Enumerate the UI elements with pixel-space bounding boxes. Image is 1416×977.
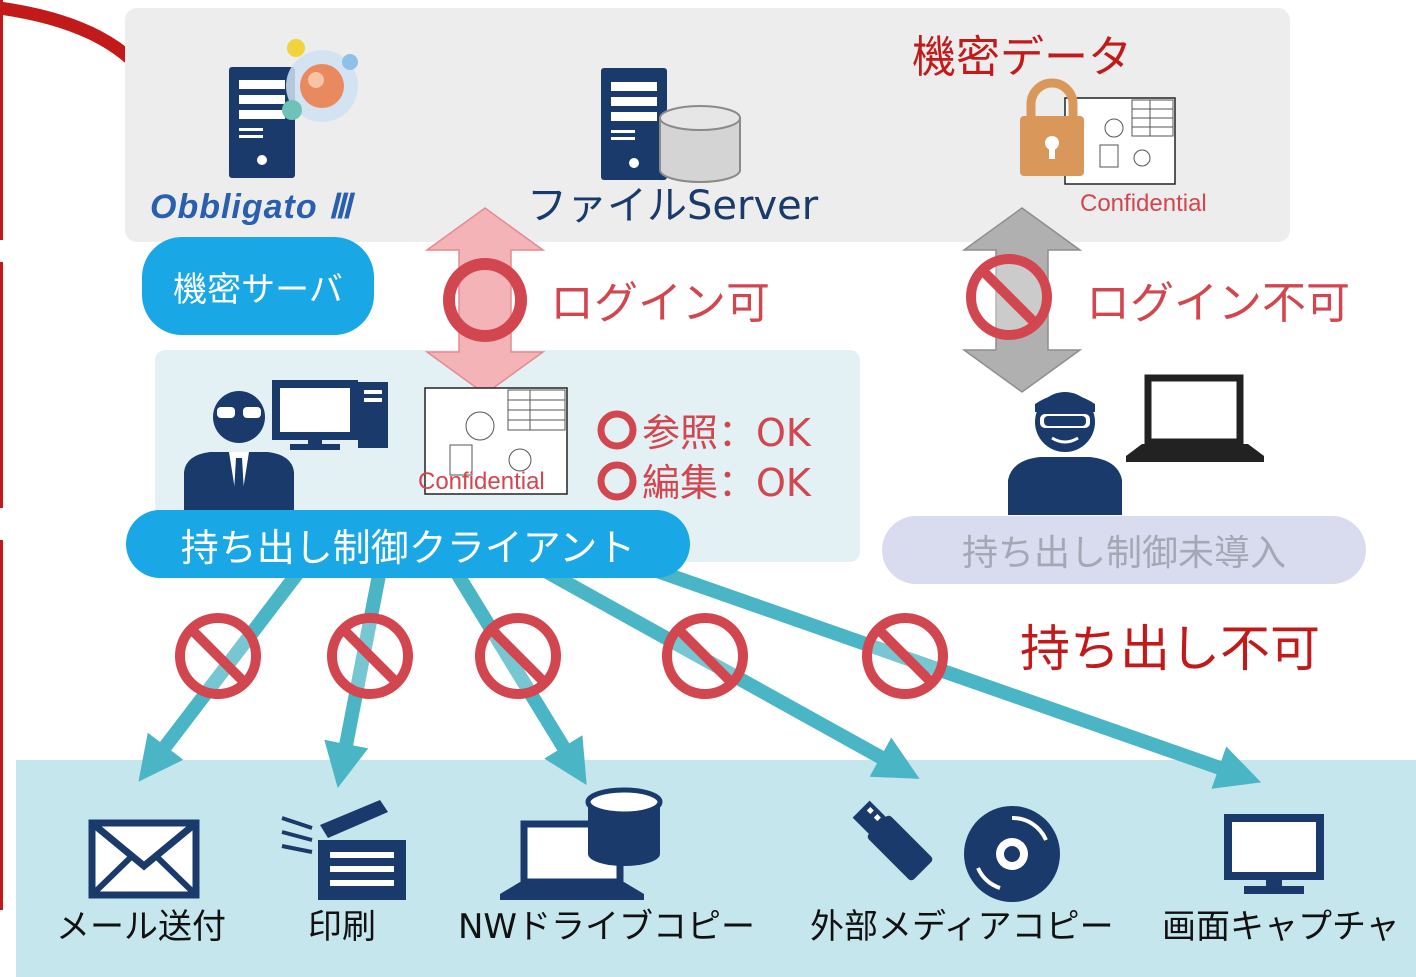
employee-icon <box>184 391 294 510</box>
edit-ok-label: 編集：OK <box>642 461 811 505</box>
ok-circle-small-icon <box>597 410 637 450</box>
channel-label: 印刷 <box>308 907 376 947</box>
no-export-control-text: 持ち出し制御未導入 <box>961 533 1286 574</box>
desktop-pc-icon <box>272 380 388 450</box>
login-ng-double-arrow <box>961 207 1083 393</box>
prohibited-icon <box>327 613 413 699</box>
prohibited-icon <box>966 254 1052 340</box>
confidential-server-badge-text: 機密サーバ <box>173 269 343 310</box>
export-blocked-label: 持ち出し不可 <box>1020 620 1320 678</box>
mail-icon <box>88 819 200 899</box>
no-export-control-badge: 持ち出し制御未導入 <box>882 516 1366 584</box>
ok-circle-icon <box>443 258 527 342</box>
view-ok-label: 参照：OK <box>642 411 811 455</box>
prohibited-icon <box>175 613 261 699</box>
monitor-icon <box>1224 814 1324 894</box>
obbligato-server-icon <box>229 39 358 178</box>
prohibited-icon <box>662 613 748 699</box>
confidential-data-label: 機密データ <box>912 32 1132 83</box>
hacker-icon <box>1008 392 1122 515</box>
usb-drive-icon <box>852 800 933 881</box>
ok-circle-small-icon <box>597 461 637 501</box>
drawing-document-icon <box>424 387 568 495</box>
laptop-icon <box>1126 374 1264 462</box>
prohibited-icon <box>475 613 561 699</box>
file-server-icon <box>601 68 741 183</box>
login-ng-label: ログイン不可 <box>1086 278 1350 329</box>
export-zone <box>16 760 1416 977</box>
confidential-stamp: Confidential <box>1080 190 1207 217</box>
export-control-client-text: 持ち出し制御クライアント <box>180 525 636 570</box>
prohibited-icon <box>862 613 948 699</box>
channel-label: メール送付 <box>56 907 226 947</box>
channel-label: NWドライブコピー <box>458 907 756 947</box>
channel-label: 画面キャプチャ <box>1162 907 1400 947</box>
left-red-rule <box>0 540 3 910</box>
cd-disc-icon <box>964 806 1060 902</box>
login-ok-label: ログイン可 <box>550 278 770 329</box>
product-logo: Obbligato Ⅲ <box>150 188 353 226</box>
printer-icon <box>281 800 406 900</box>
export-control-client-badge: 持ち出し制御クライアント <box>126 510 690 578</box>
left-red-rule <box>0 262 3 508</box>
lock-icon <box>1020 78 1084 176</box>
file-server-label: ファイルServer <box>527 183 819 229</box>
confidential-server-badge: 機密サーバ <box>142 237 374 335</box>
left-red-rule <box>0 0 3 240</box>
network-drive-icon <box>500 787 663 900</box>
client-confidential-stamp: Confidential <box>418 468 545 495</box>
channel-label: 外部メディアコピー <box>810 907 1114 947</box>
